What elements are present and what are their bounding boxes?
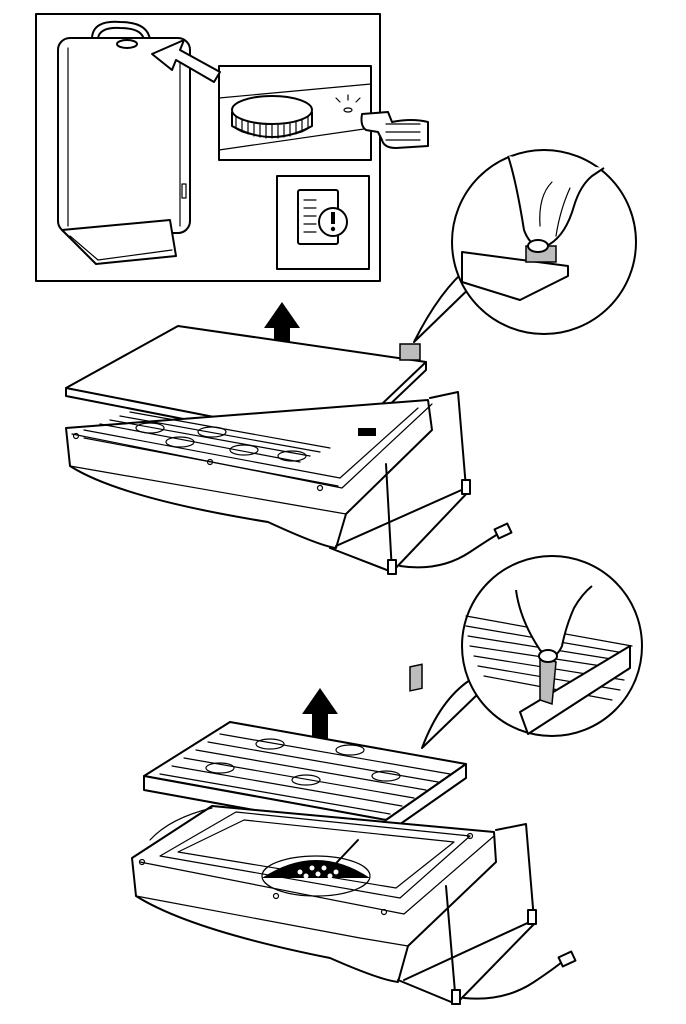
purifier-unit [57, 20, 191, 265]
power-cord [399, 533, 499, 569]
stand-rear-leg [335, 391, 467, 547]
callout-tail-3 [421, 679, 481, 749]
display-panel [358, 428, 376, 436]
fan-opening [261, 855, 371, 897]
filter-tab [409, 663, 423, 692]
housing-shell [65, 399, 433, 549]
filter-warning-inset [276, 175, 370, 270]
step-3-panel [131, 555, 643, 1005]
wire-stand-2 [329, 391, 513, 575]
power-plug-3 [557, 950, 577, 968]
step-1-panel [35, 13, 429, 282]
inner-cavity [159, 811, 471, 899]
power-plug [493, 522, 513, 540]
tab-detail-bubble-2 [413, 149, 637, 343]
purifier-base-3 [131, 805, 497, 983]
pointer-arrow-icon [151, 39, 221, 83]
power-cord-3 [463, 961, 563, 1000]
step-2-panel [65, 149, 637, 575]
filter-knob [116, 39, 138, 49]
filter-side [143, 763, 467, 835]
pinching-fingers [507, 155, 605, 248]
cover-pull-tab [399, 343, 421, 361]
purifier-base-2 [65, 399, 433, 549]
fan-grille [262, 860, 370, 878]
wire-stand-3 [397, 823, 577, 1005]
stand-rear-leg-3 [403, 823, 535, 981]
carry-handle [91, 20, 151, 41]
filter-grill-lines [99, 411, 331, 463]
pinching-fingers-3 [515, 585, 593, 657]
fan-blade [323, 839, 359, 877]
up-arrow-icon [264, 302, 300, 372]
button-detail-inset [218, 65, 429, 161]
housing-shell-3 [131, 805, 497, 983]
pressing-hand [360, 111, 429, 149]
indicator-light [343, 107, 353, 113]
tab-detail-bubble-3 [421, 555, 643, 749]
step-1-frame [35, 13, 381, 282]
lifted-filter [143, 663, 467, 835]
up-arrow-icon [302, 688, 338, 758]
